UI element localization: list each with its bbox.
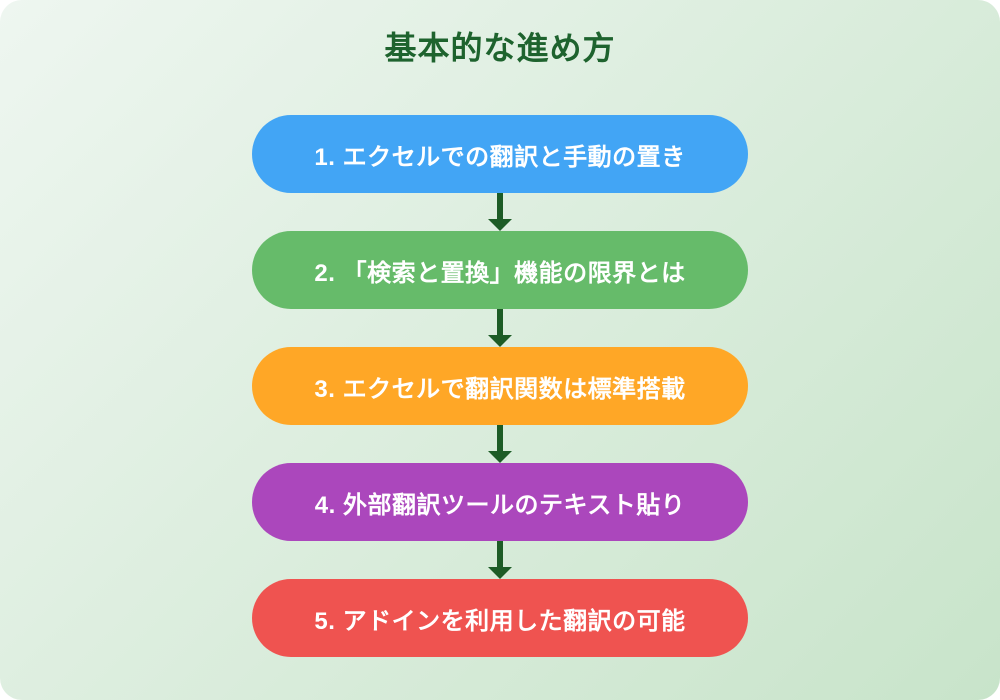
arrow-stem: [497, 193, 503, 220]
arrow-head: [488, 335, 512, 348]
arrow-head: [488, 567, 512, 580]
down-arrow-icon: [488, 193, 512, 232]
down-arrow-icon: [488, 425, 512, 464]
arrow-head: [488, 219, 512, 232]
step-box-5: 5. アドインを利用した翻訳の可能: [252, 579, 748, 658]
step-label: 1. エクセルでの翻訳と手動の置き: [314, 143, 686, 171]
flowchart: 1. エクセルでの翻訳と手動の置き 2. 「検索と置換」機能の限界とは 3. エクセ…: [252, 115, 748, 658]
step-label: 4. 外部翻訳ツールのテキスト貼り: [314, 491, 686, 519]
page-title: 基本的な進め方: [384, 30, 616, 66]
arrow-head: [488, 451, 512, 464]
step-box-4: 4. 外部翻訳ツールのテキスト貼り: [252, 463, 748, 542]
step-label: 3. エクセルで翻訳関数は標準搭載: [314, 375, 686, 403]
arrow-stem: [497, 541, 503, 568]
arrow-stem: [497, 309, 503, 336]
down-arrow-icon: [488, 309, 512, 348]
down-arrow-icon: [488, 541, 512, 580]
step-label: 2. 「検索と置換」機能の限界とは: [314, 259, 686, 287]
step-box-2: 2. 「検索と置換」機能の限界とは: [252, 231, 748, 310]
step-label: 5. アドインを利用した翻訳の可能: [314, 607, 686, 635]
step-box-1: 1. エクセルでの翻訳と手動の置き: [252, 115, 748, 194]
step-box-3: 3. エクセルで翻訳関数は標準搭載: [252, 347, 748, 426]
arrow-stem: [497, 425, 503, 452]
